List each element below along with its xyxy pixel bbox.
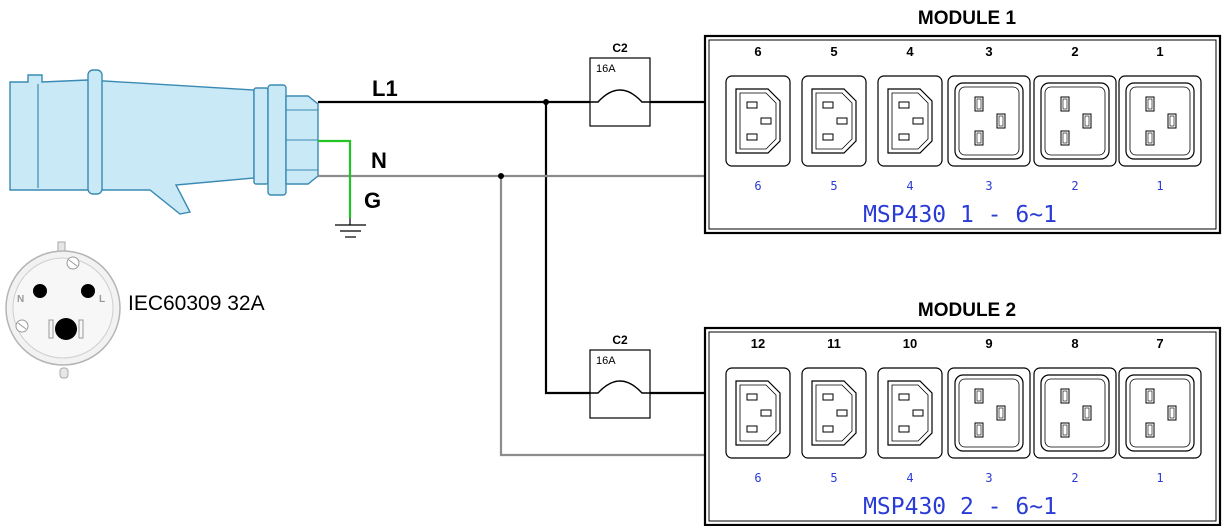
live-wire-l1 (318, 99, 708, 395)
outlet-1: 11 (1118, 44, 1202, 193)
module-2-name: MSP430 2 - 6~1 (863, 494, 1057, 520)
c19-outlet-icon (1033, 367, 1117, 459)
outlet-sub-number: 4 (906, 471, 913, 485)
outlet-number: 6 (754, 44, 761, 59)
outlet-sub-number: 3 (985, 179, 992, 193)
outlet-number: 2 (1071, 44, 1078, 59)
outlet-sub-number: 1 (1156, 179, 1163, 193)
c19-outlet-icon (1033, 75, 1117, 167)
outlet-sub-number: 1 (1156, 471, 1163, 485)
outlet-number: 9 (985, 336, 992, 351)
c19-outlet-icon (947, 75, 1031, 167)
c13-outlet-icon (877, 367, 943, 459)
outlet-number: 4 (906, 44, 914, 59)
module-1-name: MSP430 1 - 6~1 (863, 202, 1057, 228)
plug-icon (9, 69, 319, 215)
outlet-5: 55 (801, 44, 867, 193)
outlet-sub-number: 6 (754, 179, 761, 193)
outlet-number: 7 (1156, 336, 1163, 351)
breaker-rating: 16A (596, 355, 616, 367)
outlet-number: 10 (903, 336, 917, 351)
outlet-4: 44 (877, 44, 943, 193)
outlet-12: 12 6 (725, 336, 791, 485)
outlet-sub-number: 3 (985, 471, 992, 485)
outlet-sub-number: 5 (830, 179, 837, 193)
socket-letter-n: N (17, 294, 24, 305)
outlet-sub-number: 6 (754, 471, 761, 485)
outlet-11: 11 5 (801, 336, 867, 485)
g-label: G (364, 188, 381, 213)
outlet-3: 33 (947, 44, 1031, 193)
breaker-curve: C2 (612, 333, 628, 347)
c13-outlet-icon (877, 75, 943, 167)
outlet-sub-number: 4 (906, 179, 913, 193)
c19-outlet-icon (1118, 75, 1202, 167)
breaker-1: C2 16A (589, 41, 651, 127)
l1-label: L1 (372, 76, 398, 101)
outlet-10: 10 4 (877, 336, 943, 485)
n-label: N (371, 148, 387, 173)
outlet-6: 66 (725, 44, 791, 193)
c19-outlet-icon (947, 367, 1031, 459)
outlet-number: 8 (1071, 336, 1078, 351)
outlet-number: 12 (751, 336, 765, 351)
c13-outlet-icon (801, 367, 867, 459)
outlet-number: 1 (1156, 44, 1163, 59)
earth-wire-g (318, 139, 352, 218)
breaker-icon (589, 349, 651, 419)
c13-outlet-icon (725, 367, 791, 459)
outlet-2: 22 (1033, 44, 1117, 193)
module-2-title: MODULE 2 (918, 300, 1016, 321)
outlet-number: 11 (827, 336, 841, 351)
c19-outlet-icon (1118, 367, 1202, 459)
outlet-9: 93 (947, 336, 1031, 485)
neutral-wire-n (318, 173, 708, 457)
breaker-2: C2 16A (589, 333, 651, 419)
outlet-sub-number: 5 (830, 471, 837, 485)
outlet-number: 5 (830, 44, 837, 59)
outlet-sub-number: 2 (1071, 471, 1078, 485)
outlet-8: 82 (1033, 336, 1117, 485)
ground-icon (335, 218, 366, 238)
module-1-title: MODULE 1 (918, 8, 1017, 29)
breaker-curve: C2 (612, 41, 628, 55)
plug-type-label: IEC60309 32A (128, 292, 265, 315)
socket-letter-l: L (99, 294, 105, 305)
socket-face-icon: N L (5, 241, 121, 379)
breaker-rating: 16A (596, 63, 616, 75)
c13-outlet-icon (801, 75, 867, 167)
breaker-icon (589, 57, 651, 127)
c13-outlet-icon (725, 75, 791, 167)
outlet-number: 3 (985, 44, 992, 59)
outlet-7: 71 (1118, 336, 1202, 485)
outlet-sub-number: 2 (1071, 179, 1078, 193)
